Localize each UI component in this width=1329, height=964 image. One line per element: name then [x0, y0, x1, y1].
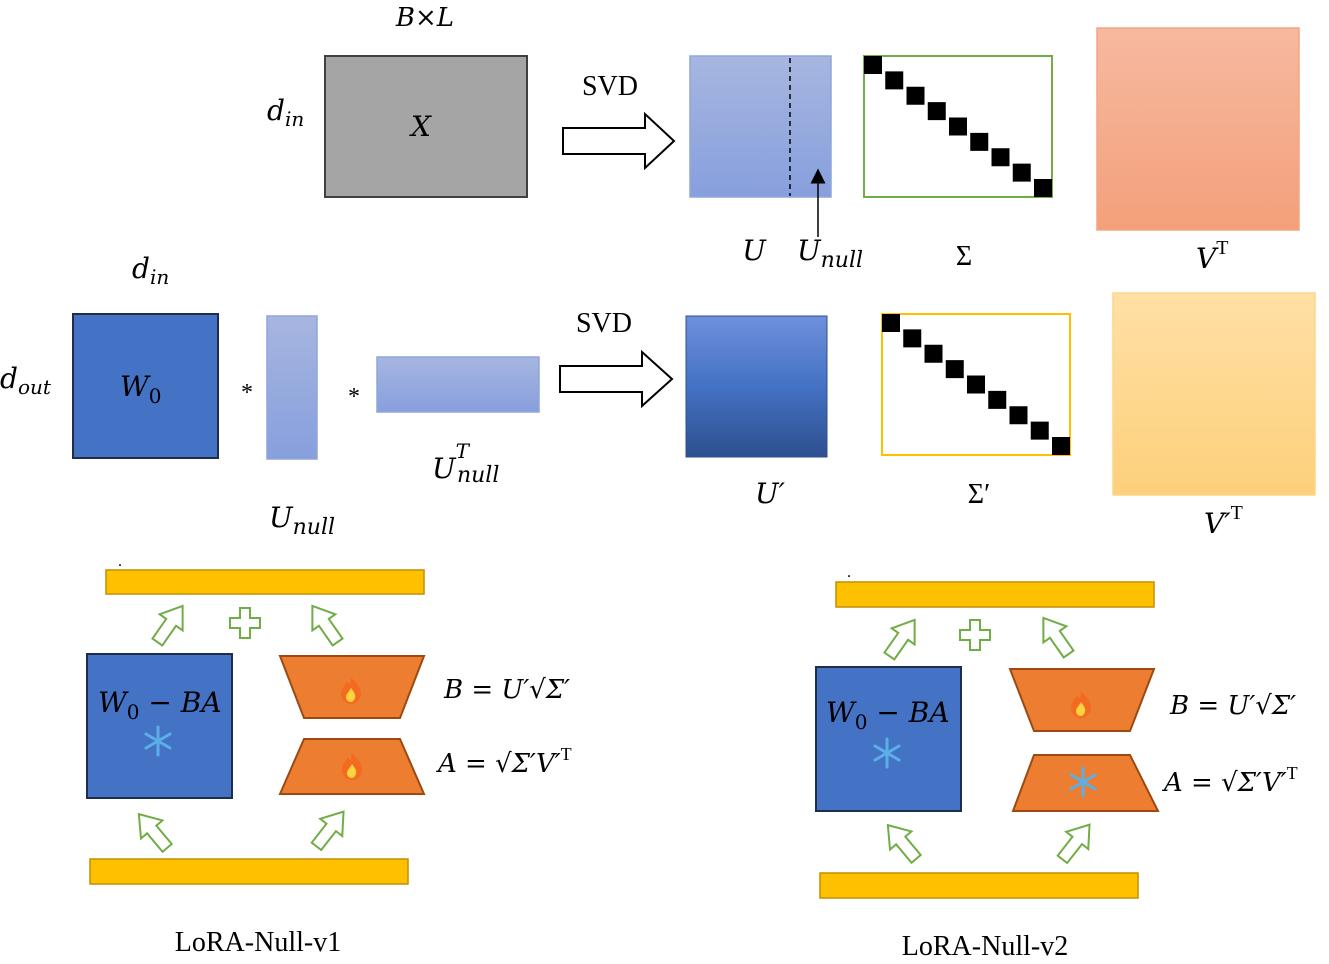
v1-frozen-weight-label: W0 − BA	[98, 686, 222, 724]
lora-null-v2-panel: . W0 − BA B = U′√Σ′ A = √Σ′V′T LoRA-Null	[815, 564, 1298, 962]
sigma-prime-diagonal-cell	[1030, 421, 1049, 440]
sigma-diagonal-cell	[927, 102, 946, 121]
fire-icon	[1071, 691, 1092, 718]
v2-up-arrow-left-bottom	[876, 815, 928, 869]
v1-frozen-weight-block	[86, 653, 233, 799]
snowflake-icon	[144, 725, 172, 757]
sigma-prime-diagonal-cell	[1009, 406, 1028, 425]
lora-null-v1-panel: . W0 − BA B = U′√Σ′ A = √Σ′V′T LoRA-Null…	[86, 553, 572, 958]
u-label: U	[742, 234, 767, 267]
vt-prime-label: V′T	[1204, 502, 1243, 540]
w0-matrix	[72, 313, 219, 459]
sigma-diagonal-cell	[1034, 179, 1052, 197]
x-matrix	[324, 55, 528, 198]
v2-plus-icon	[959, 619, 991, 651]
fire-icon	[342, 753, 363, 780]
v2-up-arrow-left-top	[876, 610, 928, 666]
svd-arrow-top	[562, 111, 676, 171]
sigma-prime-label: Σ′	[968, 479, 990, 510]
sigma-diagonal-cell	[885, 71, 904, 90]
sigma-prime-diagonal-cell	[924, 344, 943, 363]
sigma-prime-diagonal-cell	[988, 390, 1007, 409]
svd-arrow-middle	[559, 349, 674, 409]
v2-input-bar	[819, 872, 1139, 899]
v2-up-arrow-right-top	[1030, 608, 1082, 664]
v1-up-arrow-right-top	[299, 596, 351, 652]
sigma-diagonal-cell	[949, 117, 967, 136]
sigma-prime-diagonal-cell	[882, 314, 900, 332]
sigma-prime-diagonal-cell	[1052, 437, 1070, 455]
v1-input-bar	[89, 858, 409, 885]
v1-up-arrow-left-bottom	[127, 804, 179, 858]
sigma-diagonal-cell	[1012, 163, 1031, 182]
sigma-diagonal-cell	[906, 86, 925, 105]
u-null-transpose-matrix	[376, 356, 540, 413]
v1-a-equation: A = √Σ′V′T	[436, 744, 572, 779]
v2-a-equation: A = √Σ′V′T	[1162, 763, 1298, 798]
snowflake-icon	[1069, 766, 1097, 798]
u-null-matrix	[266, 315, 318, 460]
u-null-middle-label: Unull	[269, 501, 335, 540]
x-rows-label: din	[267, 94, 304, 131]
u-null-label: Unull	[797, 234, 863, 273]
sigma-label: Σ	[956, 241, 972, 272]
v2-frozen-weight-label: W0 − BA	[826, 696, 950, 734]
v1-plus-icon	[229, 607, 261, 639]
v1-up-arrow-right-bottom	[304, 802, 356, 856]
x-dims-label: B×L	[395, 3, 454, 33]
v1-b-equation: B = U′√Σ′	[443, 675, 570, 705]
sigma-diagonal-cell	[991, 148, 1010, 167]
v1-dot: .	[118, 553, 122, 570]
w0-label: W0	[120, 370, 162, 408]
sigma-prime-diagonal-cell	[903, 329, 922, 348]
sigma-diagonal-cell	[970, 132, 989, 151]
u-prime-matrix	[685, 315, 828, 458]
v2-dot: .	[847, 564, 851, 581]
multiply-sign-1: *	[241, 380, 253, 406]
sigma-matrix	[863, 55, 1053, 198]
sigma-diagonal-cell	[864, 56, 882, 74]
svd-label-middle: SVD	[576, 308, 632, 339]
fire-icon	[341, 677, 362, 704]
u-matrix	[689, 55, 832, 198]
v1-up-arrow-left-top	[144, 596, 196, 652]
v2-up-arrow-right-bottom	[1050, 815, 1102, 869]
v2-output-bar	[835, 581, 1155, 608]
vt-label: VT	[1196, 237, 1228, 275]
vt-prime-matrix	[1112, 292, 1316, 496]
sigma-prime-diagonal-cell	[945, 360, 964, 379]
multiply-sign-2: *	[348, 384, 360, 410]
sigma-prime-matrix	[881, 313, 1071, 456]
sigma-prime-diagonal-cell	[967, 375, 985, 394]
v2-b-equation: B = U′√Σ′	[1169, 691, 1296, 721]
w-rows-label: dout	[0, 362, 52, 399]
w-cols-label: din	[132, 252, 169, 289]
x-matrix-label: X	[409, 110, 432, 143]
snowflake-icon	[873, 737, 901, 769]
vt-matrix	[1096, 27, 1300, 231]
v2-caption: LoRA-Null-v2	[902, 931, 1068, 962]
v1-output-bar	[105, 569, 425, 595]
svd-label-top: SVD	[582, 71, 638, 102]
v1-caption: LoRA-Null-v1	[175, 927, 341, 958]
u-prime-label: U′	[755, 477, 786, 510]
